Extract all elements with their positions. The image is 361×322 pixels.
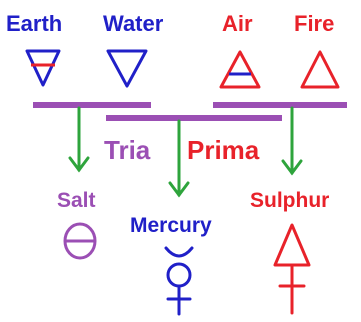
air-label: Air (222, 11, 253, 36)
fire-symbol-icon (300, 50, 340, 89)
left-bracket-bar (33, 102, 151, 108)
tria-label: Tria (104, 135, 151, 165)
air-symbol-icon (219, 50, 261, 89)
center-bracket-bar (106, 115, 282, 121)
fire-label: Fire (294, 11, 334, 36)
arrow-to-sulphur-icon (281, 106, 303, 176)
prima-label: Prima (187, 135, 260, 165)
water-symbol-icon (106, 49, 148, 88)
sulphur-symbol-icon (273, 223, 311, 315)
arrow-to-mercury-icon (168, 119, 190, 198)
salt-symbol-icon (63, 222, 97, 260)
right-bracket-bar (213, 102, 347, 108)
sulphur-label: Sulphur (250, 189, 329, 212)
earth-symbol-icon (25, 49, 61, 87)
earth-label: Earth (6, 11, 62, 36)
salt-label: Salt (57, 189, 96, 212)
water-label: Water (103, 11, 164, 36)
arrow-to-salt-icon (68, 106, 90, 173)
mercury-symbol-icon (164, 246, 194, 316)
mercury-label: Mercury (130, 214, 212, 237)
